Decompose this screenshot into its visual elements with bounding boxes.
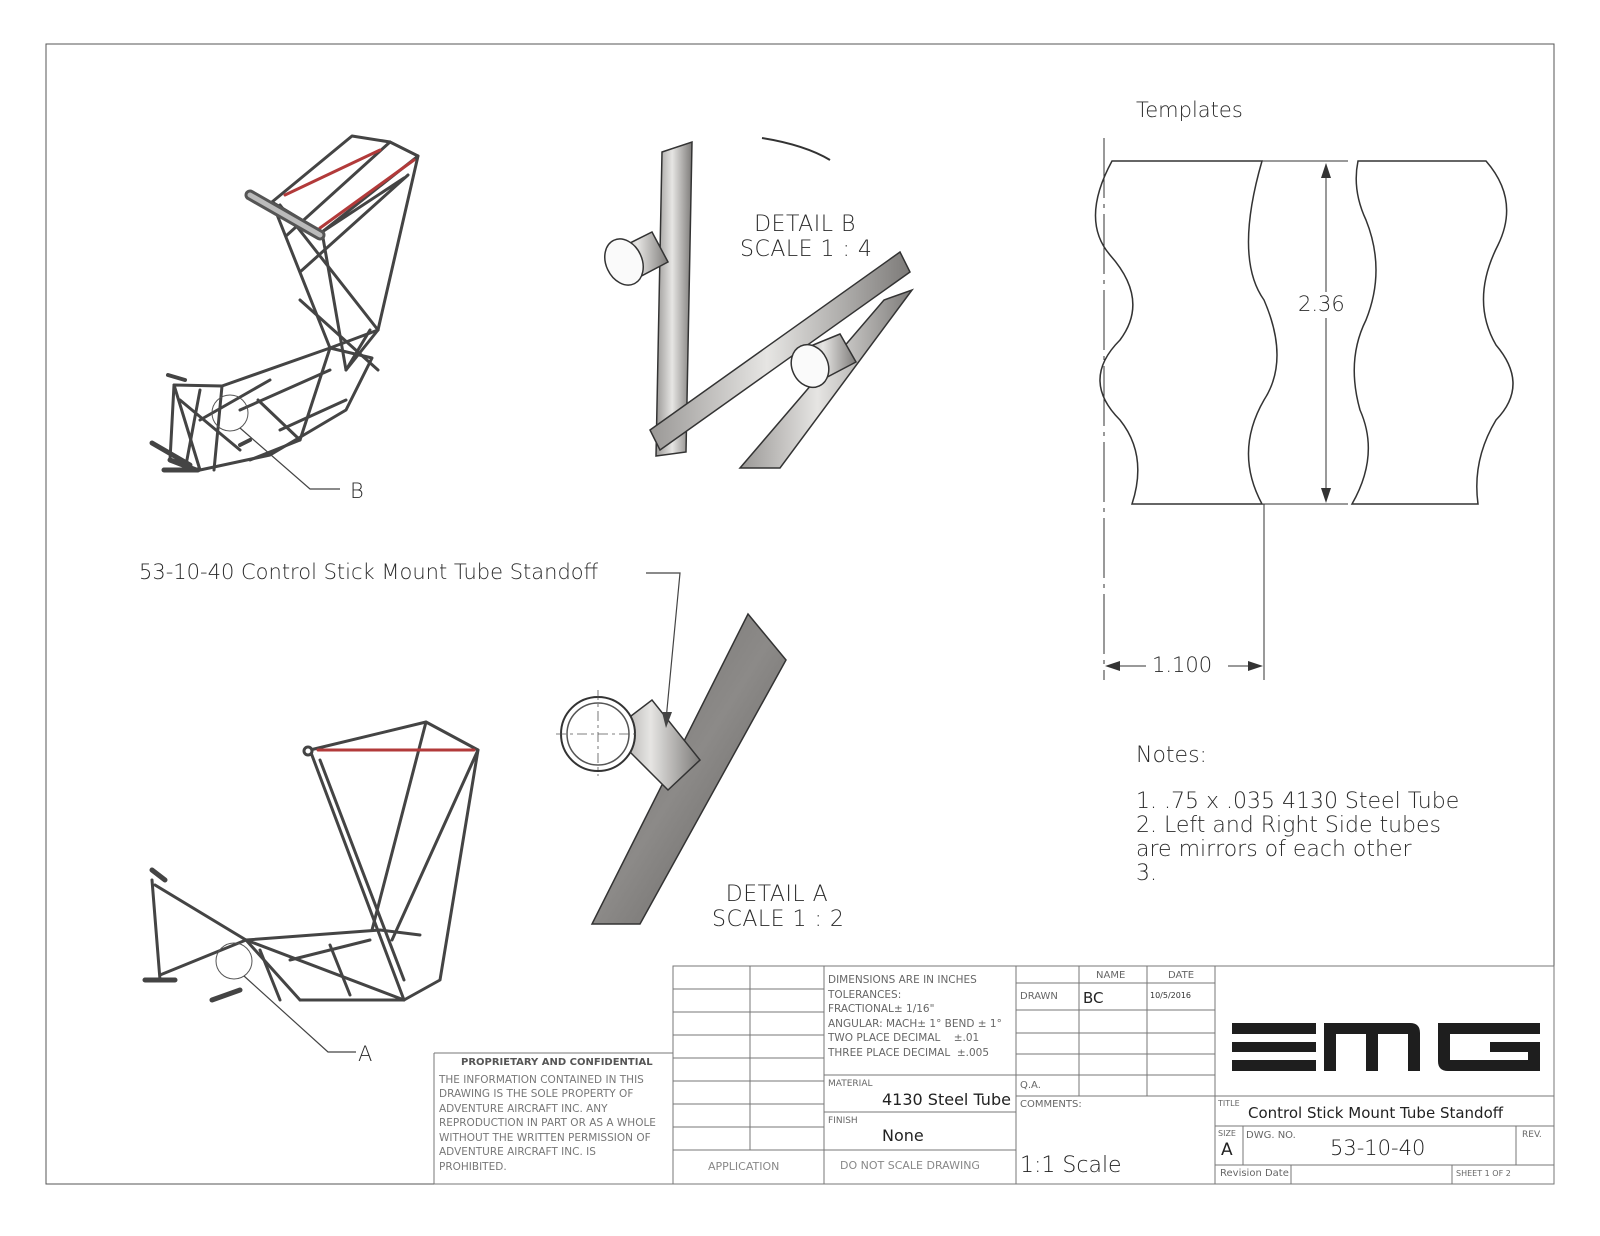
- part-callout-label: 53-10-40 Control Stick Mount Tube Stando…: [139, 560, 599, 584]
- sheet-label: SHEET 1 OF 2: [1456, 1169, 1511, 1178]
- dim-note-line: FRACTIONAL± 1/16": [828, 1003, 935, 1016]
- note-line: 1. .75 x .035 4130 Steel Tube: [1136, 789, 1460, 814]
- proprietary-line: ADVENTURE AIRCRAFT INC. IS: [439, 1146, 596, 1158]
- dim-note-line: ANGULAR: MACH± 1° BEND ± 1°: [828, 1017, 1002, 1030]
- rev-label: REV.: [1522, 1130, 1542, 1140]
- isometric-frame-view: [149, 134, 420, 473]
- dwg-no-value: 53-10-40: [1330, 1136, 1426, 1160]
- proprietary-block: PROPRIETARY AND CONFIDENTIAL THE INFORMA…: [439, 1056, 656, 1174]
- templates-title: Templates: [1136, 98, 1243, 122]
- finish-value: None: [882, 1126, 924, 1145]
- template-width-dimension: 1.100: [1152, 653, 1213, 677]
- drawn-date: 10/5/2016: [1150, 991, 1192, 1000]
- detail-a-scale: SCALE 1 : 2: [712, 907, 845, 932]
- dim-arrow-left: [1105, 661, 1120, 671]
- title-value: Control Stick Mount Tube Standoff: [1248, 1104, 1504, 1122]
- proprietary-line: REPRODUCTION IN PART OR AS A WHOLE: [439, 1117, 656, 1129]
- date-header: DATE: [1168, 970, 1195, 981]
- emg-logo: [1232, 1023, 1540, 1071]
- proprietary-line: ADVENTURE AIRCRAFT INC. ANY: [439, 1102, 608, 1115]
- dim-note-line: DIMENSIONS ARE IN INCHES: [828, 974, 977, 986]
- dim-arrow-top: [1321, 163, 1331, 178]
- material-label: MATERIAL: [828, 1079, 873, 1089]
- notes-block: Notes: 1. .75 x .035 4130 Steel Tube 2. …: [1136, 744, 1459, 886]
- templates-view: [1094, 138, 1514, 680]
- notes-heading: Notes:: [1136, 743, 1207, 768]
- part-callout-arrow: [662, 712, 672, 728]
- application-label: APPLICATION: [708, 1160, 780, 1173]
- callout-a-leader: [243, 975, 356, 1053]
- do-not-scale: DO NOT SCALE DRAWING: [840, 1159, 980, 1172]
- detail-a-title: DETAIL A SCALE 1 : 2: [712, 882, 845, 932]
- note-line: are mirrors of each other: [1136, 837, 1412, 862]
- part-callout-leader: [646, 572, 681, 721]
- name-header: NAME: [1096, 970, 1126, 981]
- proprietary-line: PROHIBITED.: [439, 1160, 507, 1173]
- note-line: 3.: [1136, 861, 1157, 886]
- dim-arrow-right: [1248, 661, 1263, 671]
- detail-a-label: DETAIL A: [725, 882, 829, 907]
- finish-label: FINISH: [828, 1116, 858, 1126]
- drawn-label: DRAWN: [1020, 991, 1058, 1002]
- detail-a-marker: [215, 942, 253, 980]
- proprietary-line: WITHOUT THE WRITTEN PERMISSION OF: [439, 1131, 651, 1144]
- dim-arrow-bottom: [1321, 488, 1331, 503]
- comments-value: 1:1 Scale: [1020, 1153, 1122, 1178]
- side-frame-view: [142, 720, 480, 1003]
- callout-b-leader: [239, 427, 340, 490]
- dwg-no-label: DWG. NO.: [1246, 1130, 1296, 1141]
- title-block-grid: [433, 965, 1555, 1185]
- proprietary-line: DRAWING IS THE SOLE PROPERTY OF: [439, 1088, 634, 1100]
- dimensions-note: DIMENSIONS ARE IN INCHES TOLERANCES: FRA…: [828, 973, 1002, 1061]
- dim-note-line: TOLERANCES:: [828, 988, 902, 1001]
- detail-a-view: [556, 612, 787, 925]
- title-label: TITLE: [1218, 1099, 1240, 1108]
- note-line: 2. Left and Right Side tubes: [1136, 813, 1442, 838]
- detail-b-view: [604, 137, 915, 469]
- callout-a-label: A: [358, 1042, 373, 1066]
- size-value: A: [1221, 1140, 1233, 1160]
- detail-b-title: DETAIL B SCALE 1 : 4: [740, 212, 873, 262]
- size-label: SIZE: [1218, 1129, 1236, 1138]
- proprietary-line: THE INFORMATION CONTAINED IN THIS: [439, 1073, 644, 1086]
- callout-b-label: B: [350, 479, 364, 503]
- dim-note-line: TWO PLACE DECIMAL ±.01: [828, 1032, 980, 1045]
- comments-label: COMMENTS:: [1020, 1099, 1082, 1110]
- material-value: 4130 Steel Tube: [882, 1090, 1011, 1109]
- template-height-dimension: 2.36: [1298, 292, 1345, 316]
- revision-date-label: Revision Date: [1220, 1168, 1289, 1179]
- qa-label: Q.A.: [1020, 1080, 1041, 1091]
- dim-note-line: THREE PLACE DECIMAL ±.005: [828, 1046, 990, 1059]
- detail-b-marker: [211, 394, 249, 432]
- detail-b-scale: SCALE 1 : 4: [740, 237, 873, 262]
- proprietary-title: PROPRIETARY AND CONFIDENTIAL: [461, 1057, 653, 1068]
- detail-b-label: DETAIL B: [754, 212, 856, 237]
- drawn-name: BC: [1083, 989, 1104, 1007]
